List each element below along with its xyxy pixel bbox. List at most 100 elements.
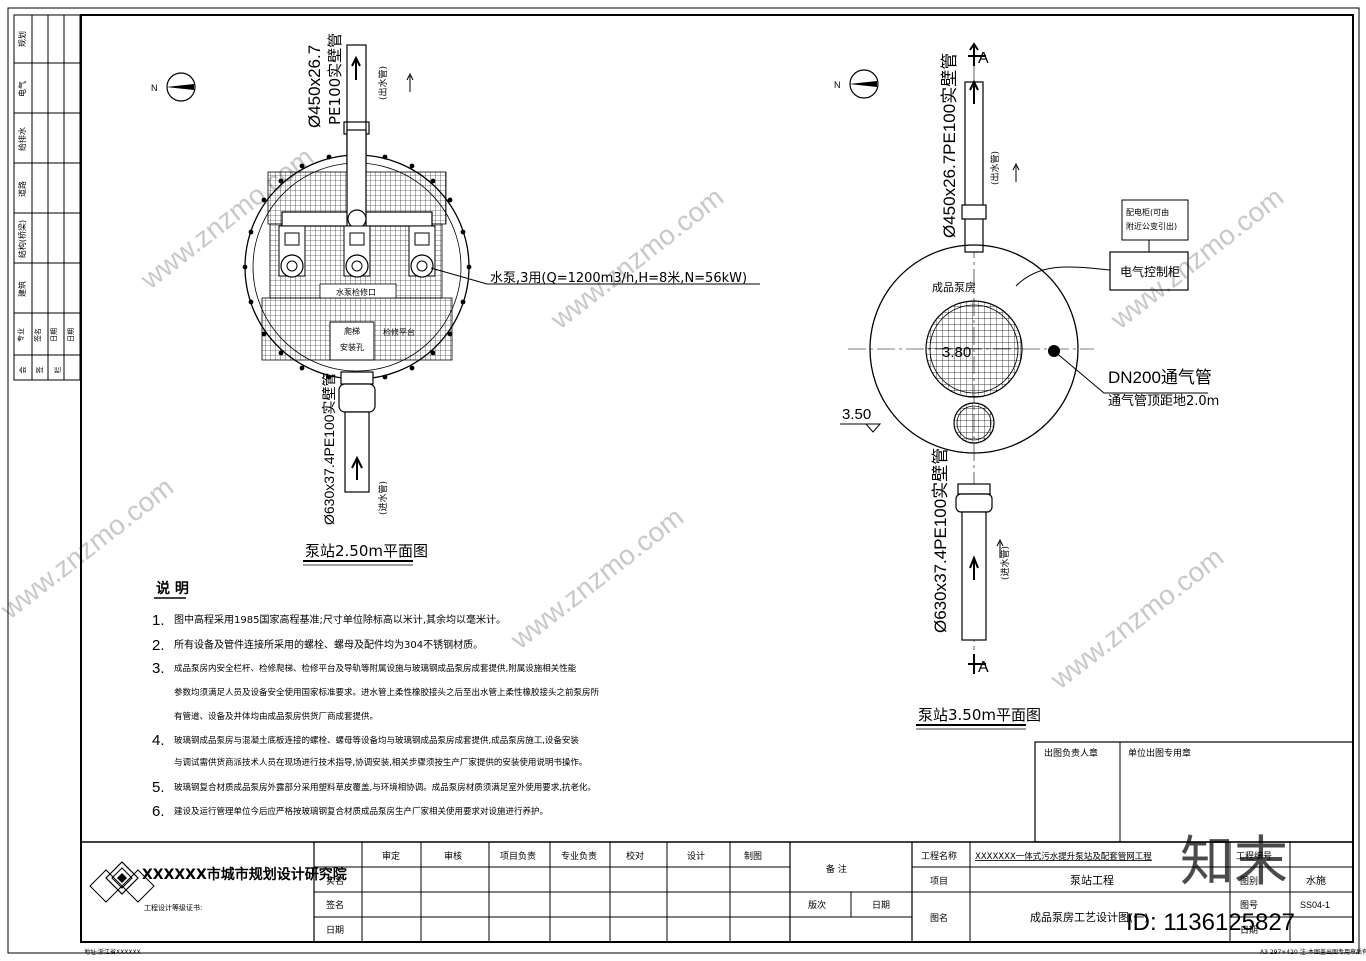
- role-drafting: 制图: [744, 850, 762, 862]
- note-3-num: 3.: [152, 660, 165, 677]
- inlet-label-right: (进水管): [999, 546, 1011, 580]
- role-review: 审核: [444, 850, 462, 862]
- note-4-num: 4.: [152, 732, 165, 749]
- inner-label-inspection: 水泵检修口: [336, 287, 376, 297]
- strip-label-qian: 签: [35, 367, 44, 374]
- discipline-architecture: 建筑: [17, 281, 27, 297]
- note-6-line-1: 建设及运行管理单位今后应严格按玻璃钢复合材质成品泵房生产厂家相关使用要求对设施进…: [174, 806, 548, 817]
- countersign-strip: 规划 电气 给排水 道路 结构(桥梁) 建筑 专业 签名 日期 日期 会 签 栏: [13, 14, 81, 381]
- item-label: 项目: [930, 876, 948, 887]
- plan-right: N A A Ø450x26.7PE100实壁管 (出水管) 成品泵房 3.80 …: [834, 42, 1219, 730]
- inlet-pipe-spec-right: Ø630x37.4PE100实壁管: [931, 448, 950, 633]
- north-arrow-icon: N: [151, 72, 196, 102]
- institute-name: XXXXXX市城市规划设计研究院: [142, 866, 347, 883]
- diameter-label: 3.80: [942, 344, 971, 361]
- electrical-cabinet-label: 电气控制柜: [1120, 264, 1180, 279]
- watermark-text-4: www.znzmo.com: [0, 471, 179, 625]
- pump-1: [278, 225, 306, 278]
- remark-label: 备 注: [826, 863, 847, 875]
- inner-label-ladder: 爬梯: [344, 326, 360, 336]
- role-discipline-lead: 专业负责: [561, 850, 597, 862]
- role-check: 校对: [626, 850, 644, 862]
- role-project-lead: 项目负责: [500, 850, 536, 862]
- plan-left-title: 泵站2.50m平面图: [305, 542, 428, 560]
- outlet-label: (出水管): [377, 66, 389, 100]
- stamp-unit: 单位出图专用章: [1128, 747, 1191, 759]
- section-mark-top: A: [978, 50, 989, 67]
- project-name-label: 工程名称: [921, 850, 957, 862]
- note-3-line-3: 有管道、设备及井体均由成品泵房供货厂商成套提供。: [174, 711, 378, 722]
- strip-label-hui: 会: [18, 367, 27, 374]
- drawing-frame: [80, 14, 1354, 943]
- watermark-logo: 知末: [1180, 830, 1288, 893]
- outlet-label-right: (出水管): [989, 151, 1001, 185]
- discipline-structure: 结构(桥梁): [17, 220, 27, 258]
- note-5-num: 5.: [152, 779, 165, 796]
- row-real-name: 实名: [326, 875, 344, 887]
- category-label: 图别: [1240, 876, 1258, 887]
- date-label: 日期: [872, 900, 890, 911]
- outlet-pipe-spec-right: Ø450x26.7PE100实壁管: [940, 53, 959, 238]
- discipline-electrical: 电气: [17, 81, 27, 97]
- distribution-cabinet-label2: 附近公变引出): [1126, 221, 1177, 231]
- pump-2: [343, 225, 371, 278]
- outlet-pipe-spec: Ø450x26.7: [305, 45, 324, 128]
- plan-right-title: 泵站3.50m平面图: [918, 706, 1041, 724]
- pump-3: [408, 225, 436, 278]
- note-4-line-2: 与调试需供货商派技术人员在现场进行技术指导,协调安装,相关步骤须按生产厂家提供的…: [174, 757, 587, 768]
- row-signature: 签名: [326, 899, 344, 911]
- strip-footer-extra: 日期: [67, 328, 75, 342]
- project-name: XXXXXXX一体式污水提升泵站及配套管网工程: [975, 851, 1152, 862]
- pump-house-label: 成品泵房: [932, 281, 976, 294]
- vent-height-label: 通气管顶距地2.0m: [1108, 393, 1219, 409]
- strip-footer-sign: 签名: [33, 328, 42, 342]
- note-6-num: 6.: [152, 803, 165, 820]
- watermark-id: ID: 1136125827: [1126, 909, 1295, 936]
- notes-heading: 说 明: [156, 580, 189, 597]
- note-3-line-1: 成品泵房内安全栏杆、检修爬梯、检修平台及导轨等附属设施与玻璃钢成品泵房成套提供,…: [174, 663, 577, 674]
- inner-label-hole: 安装孔: [340, 342, 364, 352]
- title-block: XXXXXX市城市规划设计研究院 工程设计等级证书: 地址:浙江省XXXXXX …: [80, 841, 1366, 956]
- version-label: 版次: [808, 899, 826, 911]
- plan-left: N Ø450x26.7 PE100实壁管 (出水管): [151, 33, 760, 566]
- note-2-line-1: 所有设备及管件连接所采用的螺栓、螺母及配件均为304不锈钢材质。: [174, 638, 483, 651]
- item-value: 泵站工程: [1070, 873, 1114, 887]
- note-1-num: 1.: [152, 612, 165, 629]
- inlet-pipe-right: [961, 511, 987, 641]
- watermark-text-5: www.znzmo.com: [504, 501, 689, 655]
- pump-callout: 水泵,3用(Q=1200m3/h,H=8米,N=56kW): [490, 271, 747, 286]
- watermark-text-2: www.znzmo.com: [544, 181, 729, 335]
- drawing-no-label: 图号: [1240, 900, 1258, 911]
- note-2-num: 2.: [152, 637, 165, 654]
- vent-pipe-label: DN200通气管: [1108, 368, 1212, 387]
- section-mark-bottom: A: [978, 659, 989, 676]
- project-no-label: 工程编号: [1236, 850, 1272, 862]
- drawing-name-label: 图名: [930, 912, 948, 924]
- row-date: 日期: [326, 925, 344, 936]
- watermark-text-6: www.znzmo.com: [1044, 541, 1229, 695]
- inner-label-platform: 检修平台: [383, 327, 415, 337]
- role-approve: 审定: [382, 850, 400, 862]
- inlet-pipe-spec: Ø630x37.4PE100实壁管: [321, 372, 337, 525]
- distribution-cabinet: [1121, 199, 1189, 241]
- footer-note: 注:本图盖出图专用章后有效: [1300, 948, 1366, 956]
- watermark-text-3: www.znzmo.com: [1104, 181, 1289, 335]
- pump-house-outer: [869, 244, 1079, 454]
- footer-size: A3 297×420: [1260, 949, 1298, 956]
- drawing-name: 成品泵房工艺设计图(一): [1030, 911, 1149, 924]
- north-label-right: N: [834, 80, 841, 90]
- date-label-right: 日期: [1240, 925, 1258, 936]
- north-arrow-icon-right: N: [834, 69, 879, 99]
- notes: 说 明 1. 图中高程采用1985国家高程基准;尺寸单位除标高以米计,其余均以毫…: [152, 580, 600, 820]
- watermark-brand: 知末 ID: 1136125827: [1126, 830, 1295, 936]
- inlet-label: (进水管): [377, 481, 389, 515]
- discipline-water: 给排水: [17, 127, 27, 151]
- north-label: N: [151, 83, 158, 93]
- note-3-line-2: 参数均须满足人员及设备安全使用国家标准要求。进水管上柔性橡胶接头之后至出水管上柔…: [174, 687, 600, 698]
- watermarks: www.znzmo.com www.znzmo.com www.znzmo.co…: [0, 141, 1289, 695]
- note-5-line-1: 玻璃钢复合材质成品泵房外露部分采用塑料草皮覆盖,与环境相协调。成品泵房材质须满足…: [174, 782, 596, 793]
- sheet-border: [7, 7, 1360, 954]
- address: 地址:浙江省XXXXXX: [84, 948, 141, 956]
- institute-logo-icon: [89, 861, 155, 903]
